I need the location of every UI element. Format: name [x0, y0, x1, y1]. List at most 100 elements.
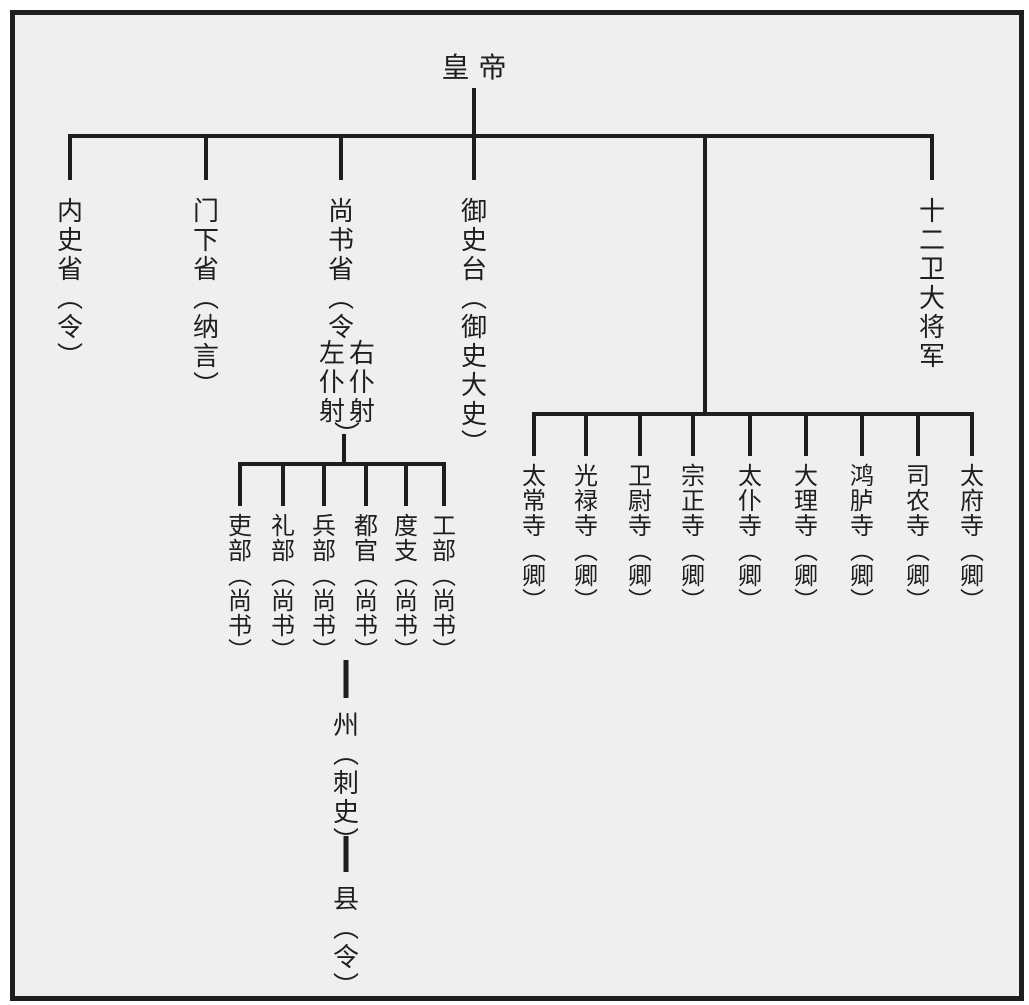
unit-weijiang-char: 二 — [919, 226, 945, 256]
root-emperor: 皇 帝 — [442, 51, 507, 84]
temple-dali-char: ︵ — [794, 537, 818, 565]
temple-guanglu-char: 光 — [574, 462, 598, 490]
temple-taipu-char: 卿 — [738, 562, 762, 590]
local-zhou-char: 州 — [333, 711, 359, 741]
ministry-li-bu-rites: 礼部︵尚书︶ — [271, 512, 295, 665]
temple-sinong-char: 司 — [906, 462, 930, 490]
temple-dali-char: 理 — [794, 487, 818, 515]
temple-taipu: 太仆寺︵卿︶ — [738, 462, 762, 615]
local-xian-char: 令 — [333, 943, 359, 973]
ministry-gong-bu: 工部︵尚书︶ — [432, 512, 456, 665]
local-zhou-char: 刺 — [333, 769, 359, 799]
ministry-li-bu-char: 吏 — [228, 512, 252, 540]
unit-yushi-char: 史 — [461, 400, 487, 430]
ministry-du-zhi-char: ︵ — [394, 562, 418, 590]
local-xian-char: ︶ — [333, 972, 359, 1002]
unit-yushi-char: 台 — [461, 255, 487, 285]
temple-taifu-char: 府 — [960, 487, 984, 515]
unit-yushi-char: ︶ — [461, 429, 487, 459]
unit-weijiang-char: 大 — [919, 284, 945, 314]
shangshu-right-puye-char: 右 — [349, 339, 375, 369]
temple-taifu-char: ︶ — [960, 587, 984, 615]
shangshu-left-puye-char: 射 — [319, 397, 345, 427]
unit-labels: 内史省︵令︶门下省︵纳言︶尚书省︵令御史台︵御史大史︶十二卫大将军右仆射左仆射︶… — [57, 197, 984, 1002]
ministry-du-guan-char: 书 — [354, 612, 378, 640]
ministry-li-bu-char: 尚 — [228, 587, 252, 615]
unit-shangshu-char: 尚 — [328, 197, 354, 227]
temple-taifu-char: 卿 — [960, 562, 984, 590]
ministry-bing-bu-char: 书 — [312, 612, 336, 640]
temple-taichang-char: 常 — [522, 487, 546, 515]
ministry-bing-bu-char: ︶ — [312, 637, 336, 665]
ministry-du-zhi: 度支︵尚书︶ — [394, 512, 418, 665]
temple-taichang-char: 寺 — [522, 512, 546, 540]
ministry-li-bu-rites-char: 礼 — [271, 512, 295, 540]
unit-shangshu-char: 书 — [328, 226, 354, 256]
shangshu-right-puye: 右仆射 — [349, 339, 375, 427]
temple-guanglu-char: 禄 — [574, 487, 598, 515]
temple-weiwei-char: 尉 — [628, 487, 652, 515]
temple-taifu: 太府寺︵卿︶ — [960, 462, 984, 615]
temple-taifu-char: 太 — [960, 462, 984, 490]
temple-honglu-char: ︵ — [850, 537, 874, 565]
temple-dali-char: 寺 — [794, 512, 818, 540]
unit-menxia-char: 纳 — [193, 313, 219, 343]
ministry-gong-bu-char: 尚 — [432, 587, 456, 615]
unit-shangshu: 尚书省︵令 — [328, 197, 354, 343]
local-xian-char: ︵ — [333, 914, 359, 944]
temple-taipu-char: 仆 — [738, 487, 762, 515]
temple-taichang-char: ︶ — [522, 587, 546, 615]
temple-zongzheng: 宗正寺︵卿︶ — [681, 462, 705, 615]
ministry-du-guan-char: ︵ — [354, 562, 378, 590]
ministry-du-guan-char: 官 — [354, 537, 378, 565]
shangshu-left-puye-char: 左 — [319, 339, 345, 369]
unit-weijiang-char: 十 — [919, 197, 945, 227]
temple-guanglu-char: 寺 — [574, 512, 598, 540]
unit-neishi: 内史省︵令︶ — [57, 197, 83, 372]
temple-honglu: 鸿胪寺︵卿︶ — [850, 462, 874, 615]
shangshu-right-puye-char: 仆 — [349, 368, 375, 398]
temple-honglu-char: 胪 — [850, 487, 874, 515]
temple-guanglu-char: ︶ — [574, 587, 598, 615]
unit-menxia-char: 门 — [193, 197, 219, 227]
temple-zongzheng-char: 寺 — [681, 512, 705, 540]
unit-neishi-char: ︵ — [57, 284, 83, 314]
ministry-du-zhi-char: 尚 — [394, 587, 418, 615]
temple-guanglu-char: 卿 — [574, 562, 598, 590]
ministry-li-bu-rites-char: 尚 — [271, 587, 295, 615]
temple-taichang-char: ︵ — [522, 537, 546, 565]
ministry-bing-bu-char: 尚 — [312, 587, 336, 615]
shangshu-right-puye-char: 射 — [349, 397, 375, 427]
temple-taifu-char: ︵ — [960, 537, 984, 565]
temple-dali-char: 卿 — [794, 562, 818, 590]
ministry-du-zhi-char: ︶ — [394, 637, 418, 665]
unit-yushi-char: 史 — [461, 342, 487, 372]
ministry-bing-bu: 兵部︵尚书︶ — [312, 512, 336, 665]
temple-taipu-char: 太 — [738, 462, 762, 490]
temple-weiwei-char: ︵ — [628, 537, 652, 565]
ministry-gong-bu-char: 部 — [432, 537, 456, 565]
temple-zongzheng-char: ︵ — [681, 537, 705, 565]
ministry-du-zhi-char: 度 — [394, 512, 418, 540]
unit-menxia-char: 省 — [193, 255, 219, 285]
temple-honglu-char: ︶ — [850, 587, 874, 615]
ministry-gong-bu-char: ︶ — [432, 637, 456, 665]
ministry-gong-bu-char: 工 — [432, 512, 456, 540]
unit-menxia-char: ︶ — [193, 371, 219, 401]
temple-sinong-char: ︶ — [906, 587, 930, 615]
unit-neishi-char: 省 — [57, 255, 83, 285]
shangshu-close-paren: ︶ — [334, 421, 360, 451]
local-zhou: 州︵刺史︶ — [333, 711, 359, 857]
temple-weiwei-char: 卿 — [628, 562, 652, 590]
temple-sinong-char: 寺 — [906, 512, 930, 540]
unit-shangshu-char: 省 — [328, 255, 354, 285]
unit-weijiang-char: 将 — [919, 313, 945, 343]
temple-guanglu-char: ︵ — [574, 537, 598, 565]
temple-taifu-char: 寺 — [960, 512, 984, 540]
ministry-bing-bu-char: 部 — [312, 537, 336, 565]
unit-menxia-char: 言 — [193, 342, 219, 372]
unit-neishi-char: 史 — [57, 226, 83, 256]
ministry-li-bu-char: 部 — [228, 537, 252, 565]
temple-honglu-char: 卿 — [850, 562, 874, 590]
